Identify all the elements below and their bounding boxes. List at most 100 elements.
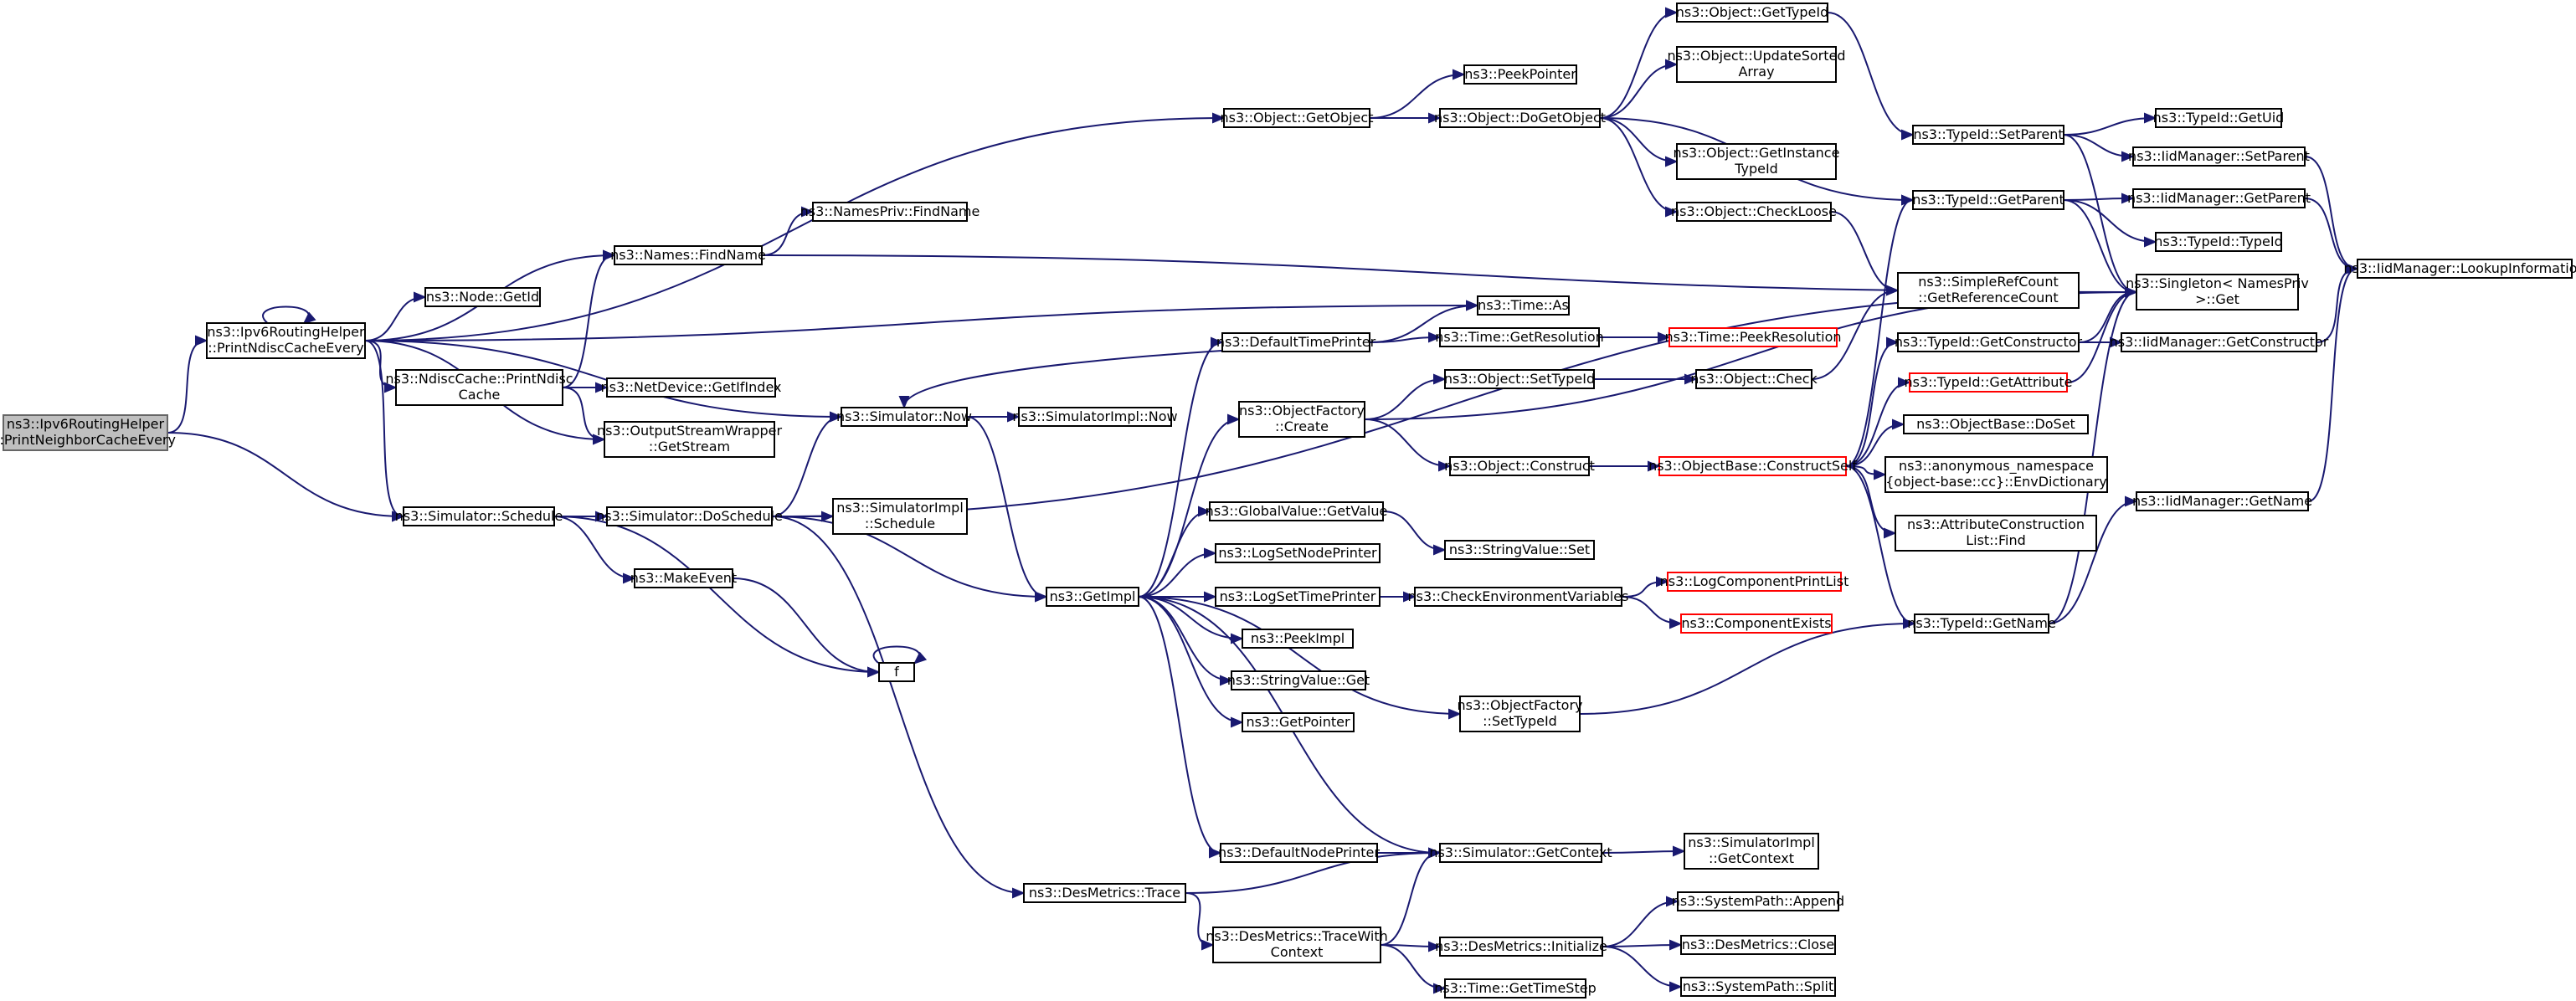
node-stringvalue-set[interactable]: ns3::StringValue::Set	[1444, 540, 1595, 560]
edge-arrowhead	[1231, 633, 1244, 644]
node-label: ns3::PeekImpl	[1251, 630, 1345, 646]
edge-arrowhead	[623, 572, 636, 584]
node-typeid-getparent[interactable]: ns3::TypeId::GetParent	[1912, 190, 2064, 210]
node-logsetnode[interactable]: ns3::LogSetNodePrinter	[1215, 543, 1381, 563]
node-label: ns3::SimulatorImpl	[836, 500, 964, 516]
node-obj-checkloose[interactable]: ns3::Object::CheckLoose	[1671, 202, 1837, 222]
node-peekimpl[interactable]: ns3::PeekImpl	[1242, 629, 1354, 649]
node-label: ns3::SimulatorImpl::Now	[1012, 408, 1177, 424]
node-sim-doschedule[interactable]: ns3::Simulator::DoSchedule	[596, 506, 783, 526]
node-osw-getstream[interactable]: ns3::OutputStreamWrapper::GetStream	[597, 421, 783, 458]
node-obj-check[interactable]: ns3::Object::Check	[1690, 369, 1818, 389]
edge-ndisc-every-to-ndisc-every	[262, 305, 316, 325]
node-makeevent[interactable]: ns3::MakeEvent	[630, 568, 737, 588]
node-obj-gettypeid[interactable]: ns3::Object::GetTypeId	[1676, 3, 1828, 23]
node-ndisc-every[interactable]: ns3::Ipv6RoutingHelper::PrintNdiscCacheE…	[206, 322, 366, 359]
node-label: ns3::Object::Construct	[1444, 458, 1595, 474]
node-root[interactable]: ns3::Ipv6RoutingHelper::PrintNeighborCac…	[0, 414, 176, 451]
node-peekpointer[interactable]: ns3::PeekPointer	[1463, 64, 1577, 85]
node-box	[634, 568, 733, 588]
edge-arrowhead	[1211, 336, 1224, 348]
node-box	[1676, 46, 1837, 83]
node-netdev-ifindex[interactable]: ns3::NetDevice::GetIfIndex	[601, 377, 782, 398]
node-iid-getparent[interactable]: ns3::IidManager::GetParent	[2127, 188, 2311, 208]
node-typeid-getuid[interactable]: ns3::TypeId::GetUid	[2153, 108, 2285, 128]
node-getpointer[interactable]: ns3::GetPointer	[1242, 712, 1355, 732]
node-anon-envdict[interactable]: ns3::anonymous_namespace{object-base::cc…	[1884, 456, 2108, 493]
edge-arrowhead	[1669, 981, 1683, 993]
node-syspath-split[interactable]: ns3::SystemPath::Split	[1680, 977, 1836, 997]
node-compexists[interactable]: ns3::ComponentExists	[1680, 613, 1833, 634]
node-time-gettimestep[interactable]: ns3::Time::GetTimeStep	[1434, 978, 1597, 998]
edge-arrowhead	[1433, 544, 1447, 556]
node-singleton-get[interactable]: ns3::Singleton< NamesPriv >::Get	[2126, 274, 2309, 311]
node-iid-setparent[interactable]: ns3::IidManager::SetParent	[2128, 146, 2310, 167]
node-desm-close[interactable]: ns3::DesMetrics::Close	[1680, 935, 1836, 955]
node-node-getid[interactable]: ns3::Node::GetId	[424, 287, 541, 307]
node-stringvalue-get[interactable]: ns3::StringValue::Get	[1227, 670, 1370, 690]
node-typeid-setparent[interactable]: ns3::TypeId::SetParent	[1912, 125, 2064, 145]
node-simimpl-getcontext[interactable]: ns3::SimulatorImpl::GetContext	[1684, 833, 1819, 870]
node-time-as[interactable]: ns3::Time::As	[1477, 295, 1570, 316]
node-objfac-create[interactable]: ns3::ObjectFactory::Create	[1238, 401, 1365, 438]
node-objfac-settypeid[interactable]: ns3::ObjectFactory::SetTypeId	[1458, 696, 1583, 732]
node-simimpl-now[interactable]: ns3::SimulatorImpl::Now	[1012, 407, 1178, 427]
node-doget[interactable]: ns3::Object::DoGetObject	[1434, 108, 1606, 128]
node-objbase-construct[interactable]: ns3::ObjectBase::ConstructSelf	[1648, 456, 1857, 476]
node-logsettime[interactable]: ns3::LogSetTimePrinter	[1215, 587, 1381, 607]
node-iid-getname[interactable]: ns3::IidManager::GetName	[2132, 491, 2312, 511]
edge-checkenv-to-compexists	[1621, 596, 1683, 629]
node-time-peekres[interactable]: ns3::Time::PeekResolution	[1664, 327, 1842, 347]
edge-iid-getname-to-iid-lookup	[2307, 263, 2359, 502]
node-getimpl[interactable]: ns3::GetImpl	[1046, 587, 1139, 607]
edge-line	[1827, 12, 1913, 136]
edge-doget-to-obj-gettypeid	[1599, 7, 1679, 119]
node-deftimeprinter[interactable]: ns3::DefaultTimePrinter	[1216, 332, 1376, 352]
node-src-getref[interactable]: ns3::SimpleRefCount::GetReferenceCount	[1897, 272, 2080, 309]
node-objbase-doset[interactable]: ns3::ObjectBase::DoSet	[1903, 414, 2089, 434]
edge-line	[1811, 290, 1898, 380]
edge-line	[167, 432, 404, 517]
edge-arrowhead	[595, 511, 609, 522]
node-typeid-getattr[interactable]: ns3::TypeId::GetAttribute	[1904, 372, 2073, 393]
node-typeid-getctor[interactable]: ns3::TypeId::GetConstructor	[1895, 332, 2083, 352]
node-typeid-getname[interactable]: ns3::TypeId::GetName	[1907, 613, 2056, 634]
node-sim-now[interactable]: ns3::Simulator::Now	[836, 407, 972, 427]
node-ndisc-print[interactable]: ns3::NdiscCache::PrintNdiscCache	[385, 369, 573, 406]
node-obj-construct[interactable]: ns3::Object::Construct	[1444, 456, 1595, 476]
node-globalvalue-get[interactable]: ns3::GlobalValue::GetValue	[1206, 501, 1388, 521]
node-sim-getcontext[interactable]: ns3::Simulator::GetContext	[1429, 843, 1612, 863]
node-defnodeprinter[interactable]: ns3::DefaultNodePrinter	[1218, 843, 1380, 863]
node-obj-settypeid[interactable]: ns3::Object::SetTypeId	[1444, 369, 1595, 389]
node-iid-getctor[interactable]: ns3::IidManager::GetConstructor	[2110, 332, 2329, 352]
node-namespriv-find[interactable]: ns3::NamesPriv::FindName	[800, 202, 980, 222]
node-sim-schedule[interactable]: ns3::Simulator::Schedule	[395, 506, 563, 526]
node-names-find[interactable]: ns3::Names::FindName	[610, 245, 766, 265]
node-typeid-typeid[interactable]: ns3::TypeId::TypeId	[2154, 232, 2283, 252]
node-getobject[interactable]: ns3::Object::GetObject	[1221, 108, 1374, 128]
node-checkenv[interactable]: ns3::CheckEnvironmentVariables	[1408, 587, 1629, 607]
node-simimpl-schedule[interactable]: ns3::SimulatorImpl::Schedule	[832, 498, 968, 535]
node-label: ns3::LogSetNodePrinter	[1218, 545, 1377, 561]
node-label: ::GetStream	[649, 439, 730, 454]
node-syspath-append[interactable]: ns3::SystemPath::Append	[1672, 891, 1844, 911]
node-label: ::PrintNeighborCacheEvery	[0, 432, 176, 448]
node-label: ns3::StringValue::Get	[1227, 672, 1370, 688]
node-desm-init[interactable]: ns3::DesMetrics::Initialize	[1435, 937, 1607, 957]
node-label: ns3::DesMetrics::Initialize	[1435, 938, 1607, 954]
edge-arrowhead	[593, 434, 606, 445]
edge-line	[1380, 852, 1440, 946]
node-desm-trace[interactable]: ns3::DesMetrics::Trace	[1023, 883, 1186, 903]
node-logcomplist[interactable]: ns3::LogComponentPrintList	[1660, 572, 1849, 592]
edge-arrowhead	[1453, 69, 1466, 80]
edge-line	[562, 254, 614, 388]
node-f[interactable]: f	[878, 662, 915, 682]
node-iid-lookup[interactable]: ns3::IidManager::LookupInformation	[2343, 259, 2576, 279]
edge-arrowhead	[1448, 708, 1462, 720]
node-time-getres[interactable]: ns3::Time::GetResolution	[1435, 327, 1604, 347]
